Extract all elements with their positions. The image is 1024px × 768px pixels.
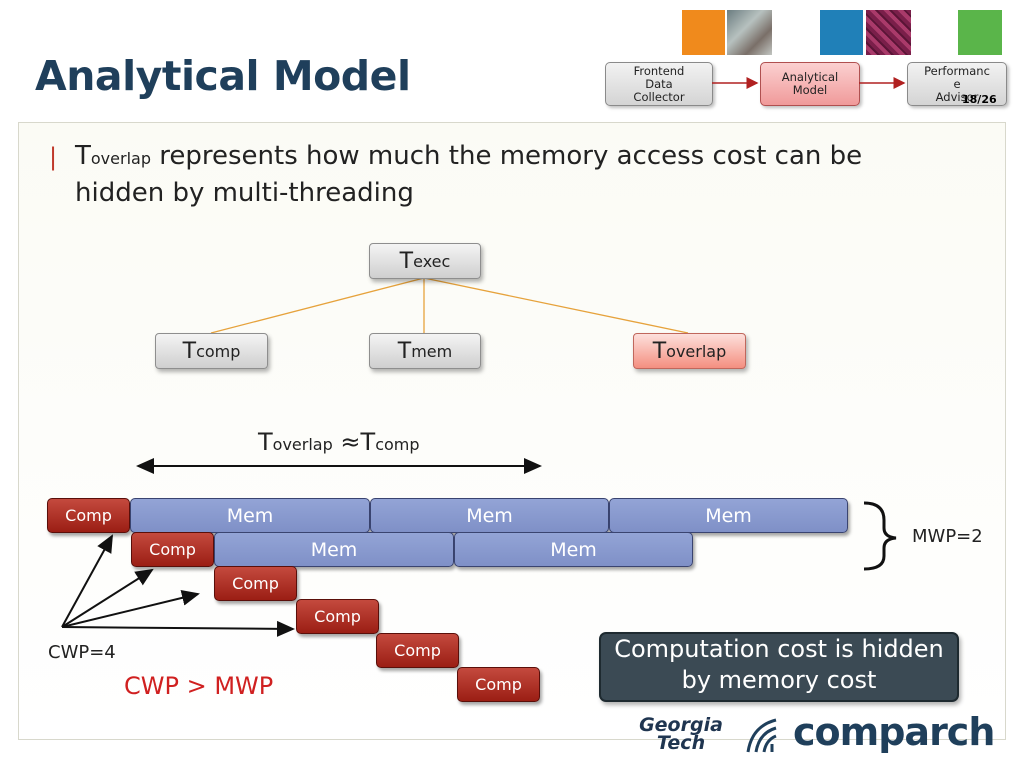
overlap-formula: Toverlap ≈Tcomp [258,428,420,456]
formula-lhs-sub: overlap [272,435,333,454]
mem-block-1: Mem [130,498,370,533]
mem-block-2: Mem [370,498,609,533]
comp-label: Comp [314,607,361,626]
comp-block-6: Comp [457,667,540,702]
callout-box: Computation cost is hidden by memory cos… [599,632,959,702]
chip-thumbnail-image [866,10,911,55]
flow-box-analytical-model: Analytical Model [760,62,860,106]
mem-label: Mem [466,504,513,527]
comp-block-1: Comp [47,498,130,533]
mem-label: Mem [226,504,274,527]
formula-rhs-sub: comp [375,435,420,454]
comp-block-5: Comp [376,633,459,668]
comparch-logo: comparch [793,710,995,754]
comp-block-2: Comp [131,532,214,567]
formula-rhs-t: T [360,428,376,456]
flow-box-frontend-label: Frontend Data Collector [633,63,685,104]
tcomp-sub: comp [196,341,241,361]
cwp-arrow-1 [61,534,113,628]
blue-thumbnail-image [820,10,863,55]
flow-box-analytical-label: Analytical Model [781,70,839,97]
bullet-body: represents how much the memory access co… [75,141,863,208]
slide-title: Analytical Model [35,52,411,100]
cwp-arrow-3 [61,589,200,628]
mwp-brace [863,501,897,571]
tmem-sub: mem [411,341,453,361]
orange-thumbnail-image [682,10,725,55]
bullet-marker: | [49,143,58,171]
formula-op: ≈ [332,428,361,456]
comp-label: Comp [65,506,112,525]
comp-label: Comp [394,641,441,660]
texec-t: T [399,248,414,274]
page-number: 18/26 [962,93,997,106]
comp-block-3: Comp [214,566,297,601]
texec-sub: exec [413,251,451,271]
bullet-text: Toverlap represents how much the memory … [75,139,935,210]
comp-block-4: Comp [296,599,379,634]
tcomp-t: T [182,338,197,364]
green-thumbnail-image [958,10,1002,55]
gt-line2: Tech [656,732,706,754]
cwp-gt-mwp-label: CWP > MWP [124,672,274,700]
mem-label: Mem [310,538,358,561]
tmem-t: T [397,338,412,364]
building-thumbnail-image [727,10,772,55]
tree-line-overlap [423,277,689,334]
flow-box-frontend: Frontend Data Collector [605,62,713,106]
cwp-label: CWP=4 [48,642,116,663]
mwp-label: MWP=2 [912,526,983,547]
toverlap-t: T [652,338,667,364]
bullet-t: T [75,141,91,171]
bullet-sub: overlap [90,149,151,168]
comp-label: Comp [232,574,279,593]
comp-label: Comp [149,540,196,559]
flow-box-performance-advisor: Performanc e Advisor [907,62,1007,106]
cwp-arrow-4 [61,620,295,637]
cwp-arrow-2 [61,568,154,628]
mem-block-4: Mem [214,532,454,567]
comp-label: Comp [475,675,522,694]
mem-label: Mem [550,538,597,561]
formula-lhs-t: T [258,428,273,456]
tree-line-comp [210,277,425,334]
gt-line1: Georgia [639,714,723,736]
mem-block-3: Mem [609,498,848,533]
mem-block-5: Mem [454,532,693,567]
callout-text: Computation cost is hidden by memory cos… [614,635,944,694]
mem-label: Mem [705,504,752,527]
toverlap-sub: overlap [666,341,727,361]
flow-box-advisor-label: Performanc e Advisor [924,63,990,104]
